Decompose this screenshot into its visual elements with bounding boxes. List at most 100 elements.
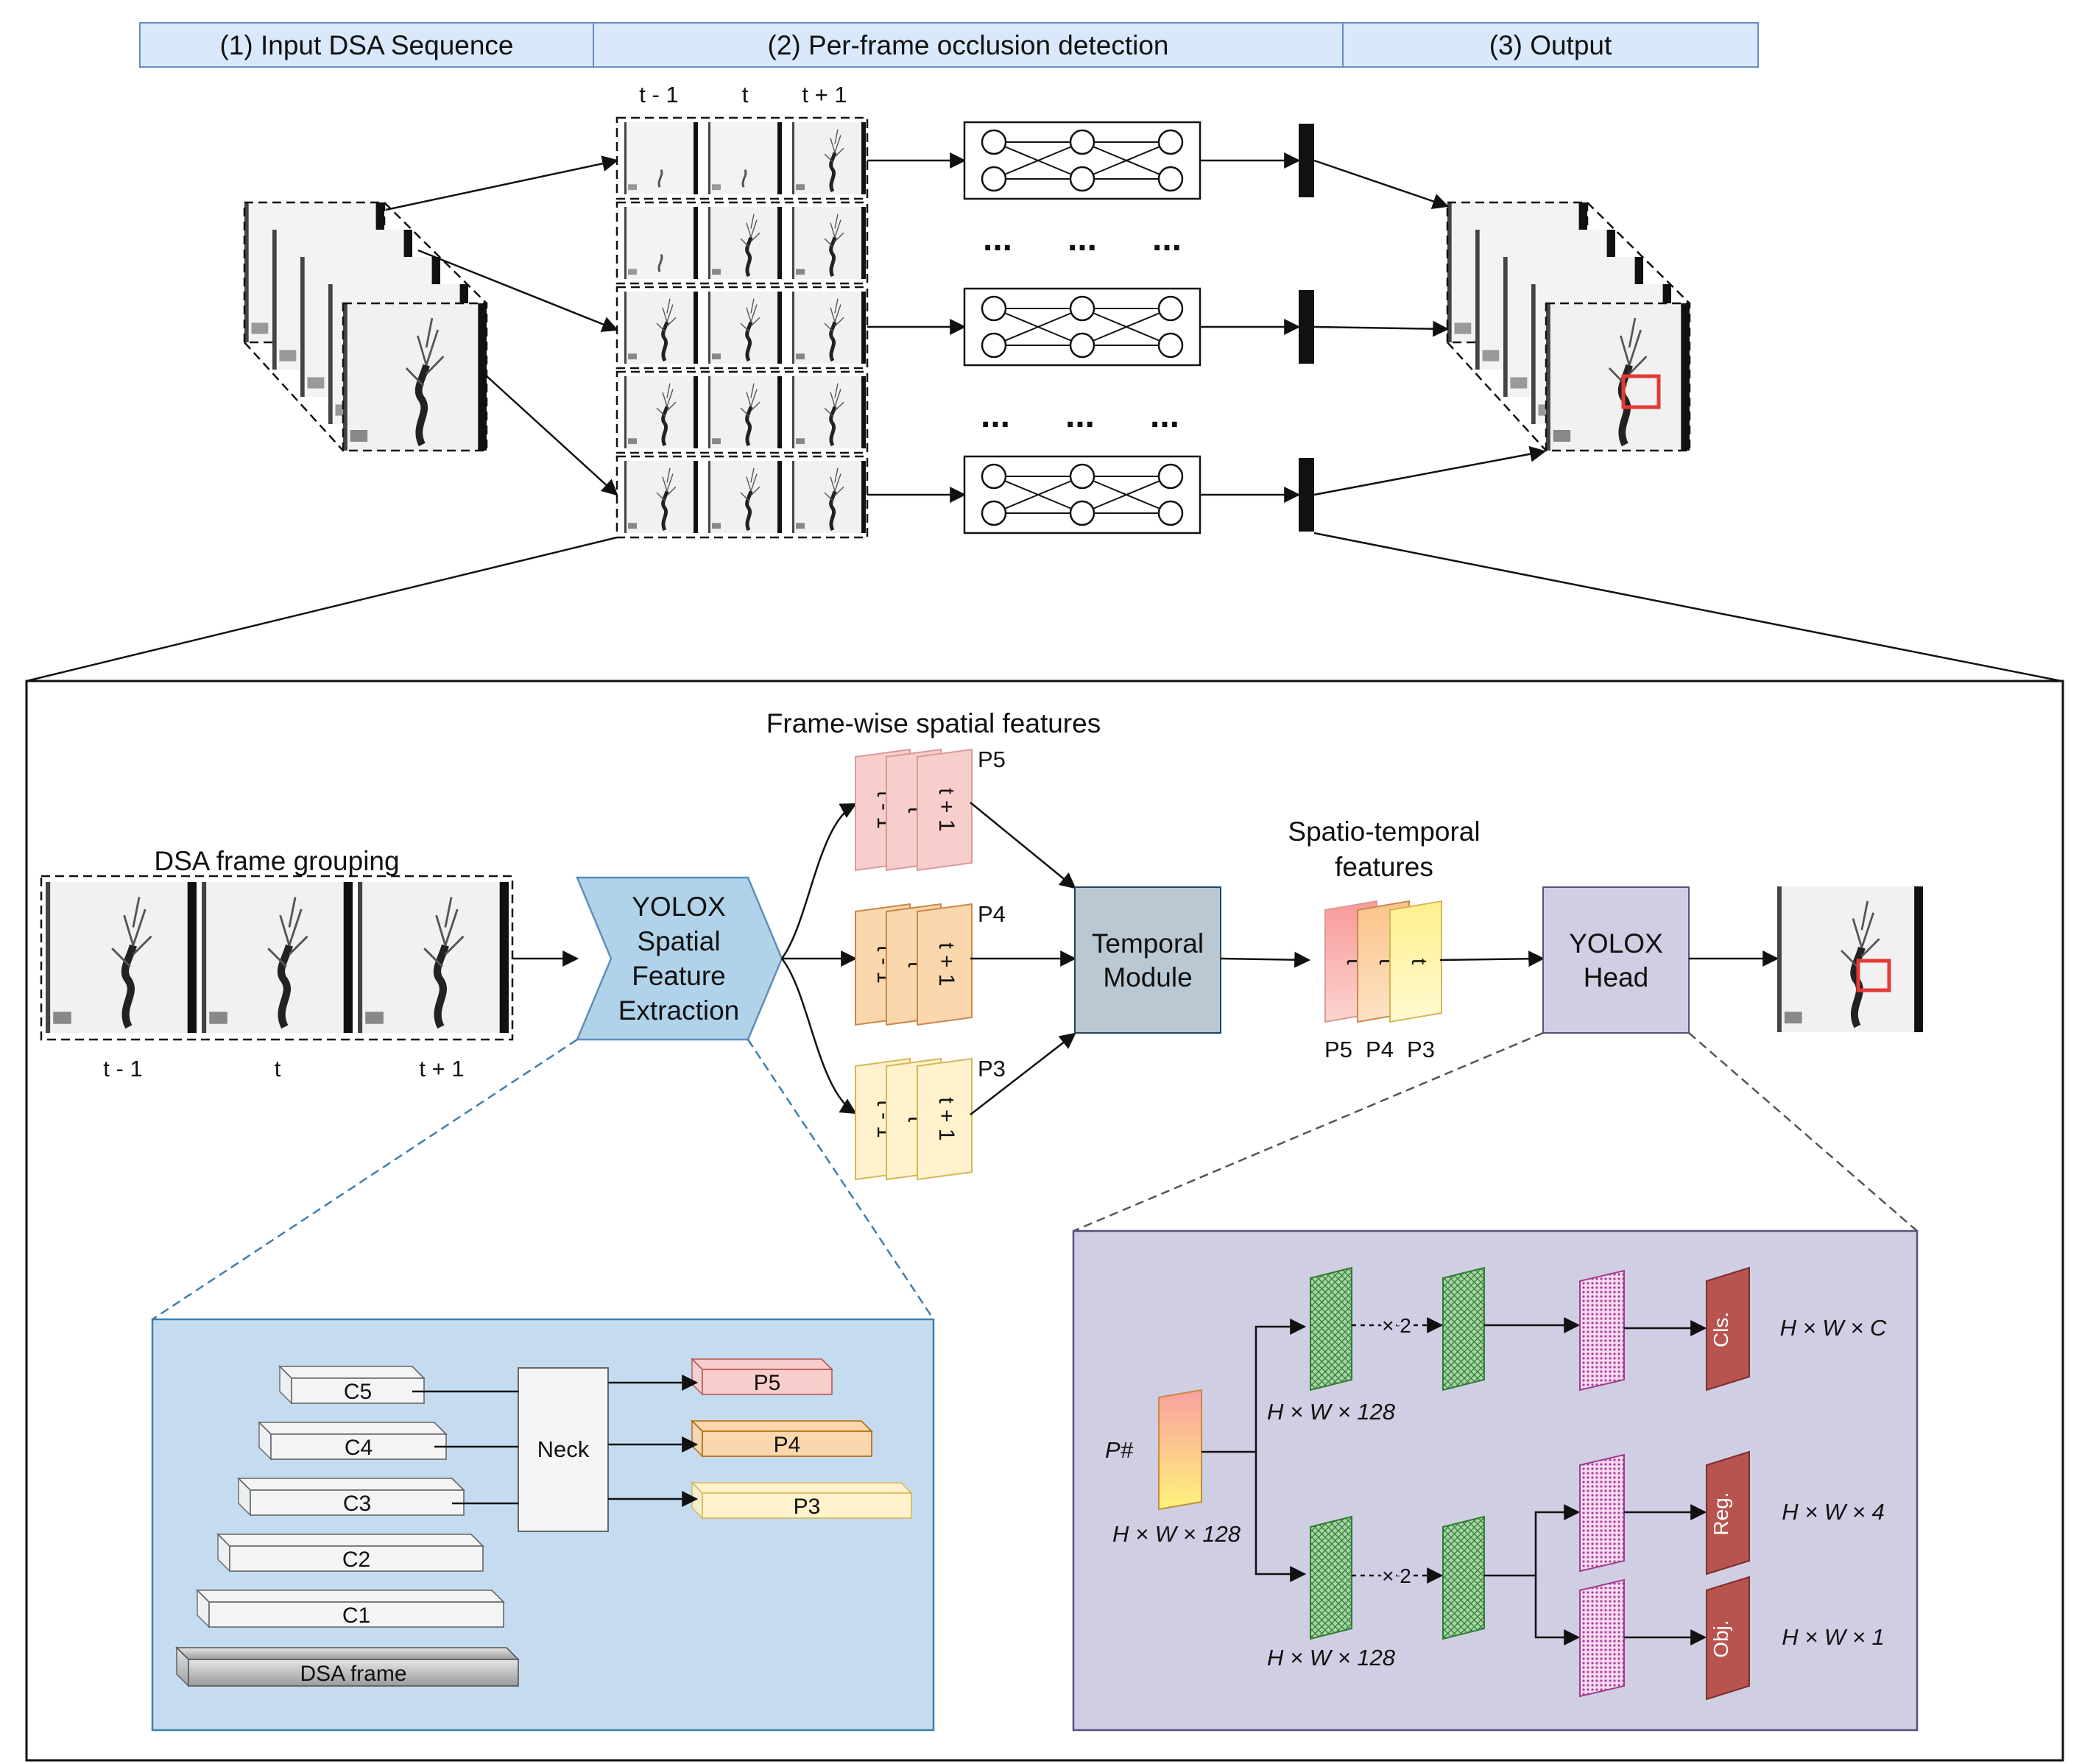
output-stack xyxy=(1447,202,1690,451)
neck-output-p5-label: P5 xyxy=(754,1371,781,1395)
backbone-c1: C1 xyxy=(196,1589,505,1629)
backbone-dsa-frame: DSA frame xyxy=(175,1646,520,1687)
grouping-title: DSA frame grouping xyxy=(154,846,399,876)
neck-output-p5: P5 xyxy=(691,1358,833,1396)
feature-sheet-label: t + 1 xyxy=(934,942,959,986)
backbone-c3: C3 xyxy=(237,1477,465,1517)
grid-col-label-t-minus-1: t - 1 xyxy=(639,82,678,107)
yolox-spatial-line-3: Feature xyxy=(632,961,726,991)
grid-thumb xyxy=(624,292,698,364)
grid-thumb xyxy=(708,207,782,279)
arrow-st-to-head xyxy=(1439,950,1545,967)
detector-network-2 xyxy=(963,287,1201,367)
backbone-c1-label: C1 xyxy=(342,1604,370,1628)
detector-network-1 xyxy=(963,121,1201,200)
feature-sheet xyxy=(917,748,973,872)
output-occlusion-box xyxy=(1621,374,1661,409)
grid-thumb xyxy=(708,292,782,364)
backbone-c5: C5 xyxy=(278,1365,426,1405)
obj-dim: H × W × 1 xyxy=(1782,1624,1885,1650)
cls-dim: H × W × C xyxy=(1780,1315,1887,1341)
yolox-spatial-feature-extraction: YOLOX Spatial Feature Extraction xyxy=(576,876,783,1041)
header-step2-label: (2) Per-frame occlusion detection xyxy=(768,30,1169,60)
grid-thumb xyxy=(792,207,866,279)
pink-block-reg xyxy=(1579,1453,1625,1573)
feature-sheet xyxy=(917,1057,973,1181)
ellipsis-row-1: ... ... ... ... ... ... xyxy=(981,219,1182,435)
framewise-arrows xyxy=(780,802,858,1115)
pyramid-level-label: P4 xyxy=(978,901,1006,927)
branch-dim-bottom: H × W × 128 xyxy=(1267,1645,1396,1670)
neck-output-p3: P3 xyxy=(691,1481,913,1520)
neck-output-p3-label: P3 xyxy=(794,1495,821,1519)
result-occlusion-box xyxy=(1856,959,1891,992)
header-step2-box xyxy=(593,22,1344,68)
frame-grid: t - 1 t t + 1 xyxy=(615,82,869,539)
grid-thumb xyxy=(623,205,699,281)
green-block-1 xyxy=(1310,1266,1352,1391)
header-bar: (1) Input DSA Sequence (2) Per-frame occ… xyxy=(139,22,1759,68)
pyramid-level-label: P5 xyxy=(978,747,1006,772)
grid-thumb xyxy=(708,461,782,533)
header-step3-label: (3) Output xyxy=(1489,30,1612,60)
reg-block xyxy=(1706,1450,1750,1576)
st-sheet-p3 xyxy=(1389,900,1442,1023)
detection-networks xyxy=(867,121,1314,535)
grouping-label-t: t xyxy=(275,1056,281,1082)
detection-output-bar-3 xyxy=(1299,458,1314,532)
head-detail-panel: P# H × W × 128 × 2 H × W × 128 Cls. H × … xyxy=(1072,1229,1919,1732)
st-level-label: P4 xyxy=(1366,1037,1394,1062)
temporal-module-line-2: Module xyxy=(1103,962,1192,992)
detection-output-bar-2 xyxy=(1299,290,1314,364)
branch-dim-top: H × W × 128 xyxy=(1267,1399,1396,1425)
pink-block-cls xyxy=(1579,1269,1625,1391)
pink-block-obj xyxy=(1579,1578,1625,1698)
yolox-head-line-2: Head xyxy=(1584,962,1648,992)
st-sheet-label: t xyxy=(1375,959,1399,965)
backbone-c4: C4 xyxy=(258,1421,448,1461)
ellipsis-1c: ... xyxy=(1152,219,1182,258)
p-input-dim: H × W × 128 xyxy=(1112,1521,1241,1547)
feature-sheet-label: t xyxy=(903,1116,928,1123)
dsa-frame-grouping: DSA frame grouping t - 1 t t + 1 xyxy=(40,846,514,1082)
detector-network-3 xyxy=(963,455,1201,535)
st-title-line-2: features xyxy=(1335,852,1433,882)
header-step3-box xyxy=(1342,22,1759,68)
backbone-c4-label: C4 xyxy=(345,1436,373,1460)
yolox-head-line-1: YOLOX xyxy=(1569,928,1663,959)
cls-label: Cls. xyxy=(1709,1312,1732,1347)
neck-output-p4-label: P4 xyxy=(774,1433,801,1457)
green-block-2 xyxy=(1442,1266,1485,1391)
grid-thumb xyxy=(792,292,866,364)
grid-col-label-t-plus-1: t + 1 xyxy=(802,82,847,107)
obj-label: Obj. xyxy=(1709,1620,1732,1657)
ellipsis-2c: ... xyxy=(1150,396,1179,435)
header-step1-box xyxy=(139,22,594,68)
grid-thumb xyxy=(623,121,699,196)
feature-sheet-label: t xyxy=(903,962,928,968)
st-sheet-label: t xyxy=(1342,959,1366,965)
feature-sheet-label: t + 1 xyxy=(934,788,959,831)
feature-sheet-label: t xyxy=(903,807,928,814)
grouping-label-t-minus-1: t - 1 xyxy=(103,1056,142,1082)
green-block-3 xyxy=(1310,1515,1352,1640)
backbone-c5-label: C5 xyxy=(344,1380,372,1404)
grid-thumb xyxy=(624,461,698,533)
st-title-line-1: Spatio-temporal xyxy=(1288,816,1480,847)
grid-row-5 xyxy=(615,455,869,539)
yolox-spatial-line-4: Extraction xyxy=(618,995,740,1026)
cls-block xyxy=(1706,1266,1750,1391)
st-level-label: P5 xyxy=(1324,1037,1352,1062)
header-step1-label: (1) Input DSA Sequence xyxy=(219,30,513,60)
neck-box xyxy=(518,1367,609,1532)
st-level-label: P3 xyxy=(1407,1037,1435,1062)
green-block-4 xyxy=(1442,1515,1485,1640)
grid-thumb xyxy=(792,122,866,194)
